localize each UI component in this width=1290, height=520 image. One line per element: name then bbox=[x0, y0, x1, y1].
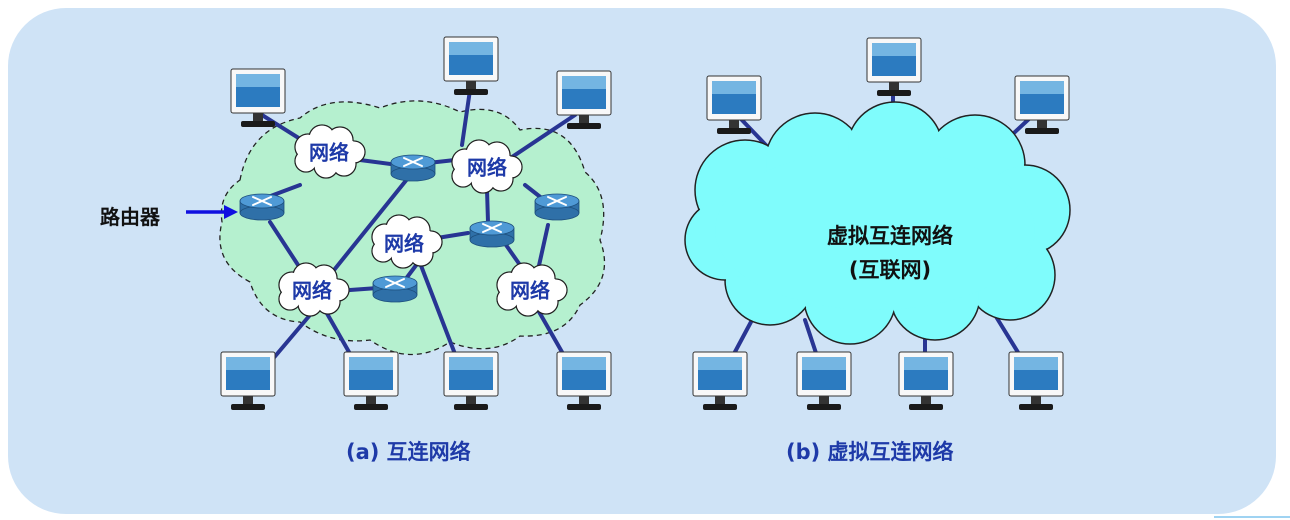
caption-b: (b) 虚拟互连网络 bbox=[786, 440, 954, 464]
virtual-network-subtitle: (互联网) bbox=[848, 258, 932, 282]
accent-line bbox=[1214, 516, 1290, 518]
router-arrow bbox=[186, 205, 238, 219]
network-label-5: 网络 bbox=[510, 278, 550, 303]
network-label-3: 网络 bbox=[384, 231, 424, 256]
network-label-4: 网络 bbox=[292, 278, 332, 303]
internet-cloud bbox=[684, 101, 1071, 345]
caption-a: (a) 互连网络 bbox=[346, 440, 471, 464]
virtual-network-title: 虚拟互连网络 bbox=[827, 224, 953, 248]
router-label: 路由器 bbox=[100, 205, 160, 229]
network-label-1: 网络 bbox=[309, 140, 349, 165]
network-label-2: 网络 bbox=[467, 155, 507, 180]
